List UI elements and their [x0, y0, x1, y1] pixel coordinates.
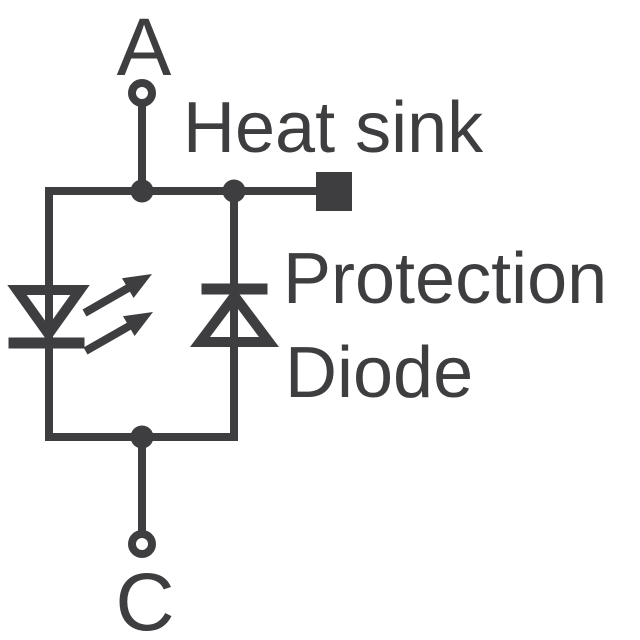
led-symbol	[7, 274, 153, 355]
junction-dot-cathode	[130, 425, 154, 449]
wires	[45, 101, 322, 533]
light-arrow-shaft	[82, 281, 136, 317]
light-arrow-top-icon	[82, 274, 152, 317]
terminal-c-circle	[128, 530, 156, 558]
cathode-label: C	[115, 557, 174, 640]
light-arrow-bottom-icon	[83, 312, 153, 355]
light-arrow-head	[122, 274, 152, 298]
protection-diode-symbol	[190, 283, 279, 347]
junction-dot-protection	[222, 179, 246, 203]
protection-label-line2: Diode	[285, 333, 473, 413]
heat-sink-label: Heat sink	[183, 88, 484, 168]
anode-label: A	[117, 2, 172, 93]
heat-sink-pad	[316, 172, 352, 211]
protection-label-line1: Protection	[283, 239, 607, 319]
junction-dot-anode	[130, 179, 154, 203]
light-arrow-head	[123, 312, 153, 336]
terminal-a-circle	[128, 79, 156, 107]
protection-diode-triangle	[190, 287, 279, 347]
led-triangle	[7, 285, 90, 343]
light-arrow-shaft	[83, 319, 137, 355]
